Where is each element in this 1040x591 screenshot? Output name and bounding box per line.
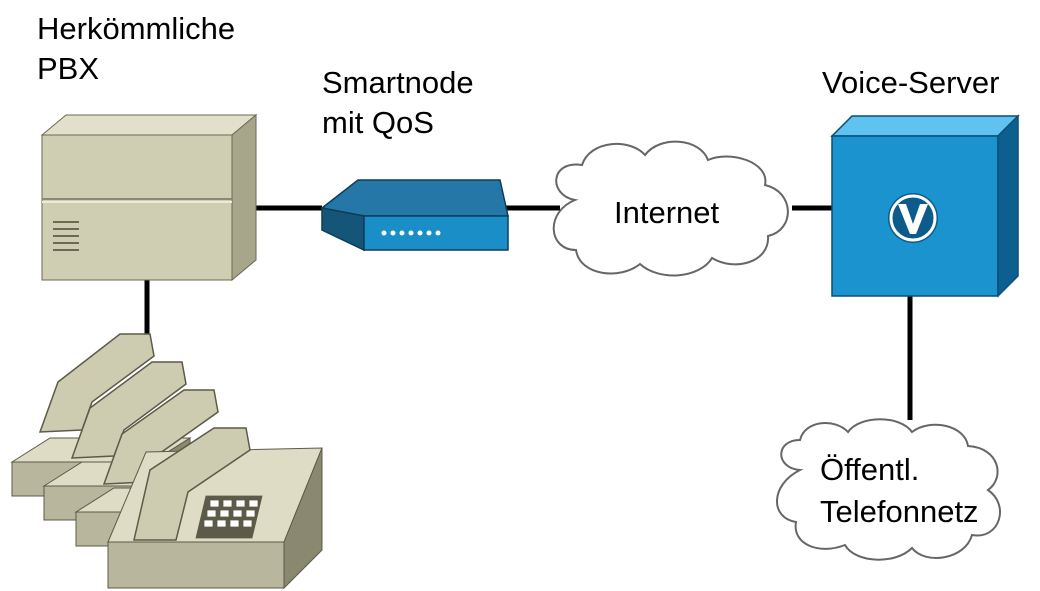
- internet-label: Internet: [614, 195, 720, 230]
- links: [144, 205, 913, 420]
- pbx-label-line2: PBX: [37, 51, 100, 86]
- keypad: [195, 495, 263, 539]
- pstn-label-line1: Öffentl.: [820, 452, 920, 487]
- telephone-icon: [107, 427, 323, 590]
- pbx-chassis-icon: [40, 113, 258, 282]
- pbx-label-line1: Herkömmliche: [37, 11, 236, 46]
- router-icon: [320, 179, 509, 252]
- smartnode-label-line2: mit QoS: [322, 105, 434, 140]
- cloud-icon: [776, 418, 1001, 561]
- v-logo-icon: [888, 193, 938, 243]
- cloud-icon: [552, 140, 789, 277]
- smartnode-label-line1: Smartnode: [322, 65, 474, 100]
- pstn-label-line2: Telefonnetz: [820, 494, 979, 529]
- voice-server-icon: [830, 114, 1020, 298]
- voice-server-label: Voice-Server: [822, 65, 1000, 100]
- telephones: [10, 333, 323, 590]
